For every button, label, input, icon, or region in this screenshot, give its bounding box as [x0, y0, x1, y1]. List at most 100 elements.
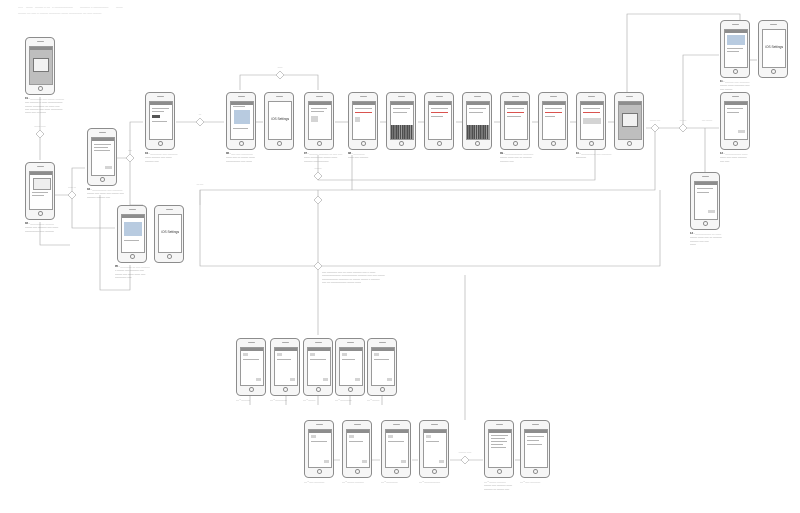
annotation-line: ___ __ ___________ _____ ____: [322, 279, 361, 283]
screen-caption: 03 - __________ ___ _______ _____ ___ __…: [87, 188, 131, 198]
caption-line: ______ ___ ___: [690, 238, 709, 242]
home-button-icon: [315, 386, 321, 392]
phone-mockup: iOS Settings: [264, 92, 294, 150]
caption-line: ___ ___: [720, 158, 730, 162]
decision-diamond: [460, 455, 470, 465]
phone-screen: [385, 429, 410, 468]
home-button-icon: [393, 468, 399, 474]
phone-screen: [724, 29, 749, 68]
home-button-icon: [496, 468, 502, 474]
phone-mockup: [690, 172, 720, 230]
phone-screen: [307, 347, 332, 386]
annotation-line: ___ _______ ___ __ ____ ______ ___ _ ___…: [322, 270, 376, 273]
caption-line: ________ ___: [115, 274, 132, 278]
phone-screen: [390, 101, 415, 140]
caption-line: _____ ___ ______ ____: [484, 483, 513, 487]
caption-line: ___ ______ _ ____ __________: [25, 100, 63, 104]
connector: [115, 121, 143, 159]
caption-title: __ - ___ _______: [520, 480, 541, 483]
home-button-icon: [512, 140, 518, 146]
screen-caption: 04 - ________ ___ _______ ____ ______ __…: [145, 152, 189, 162]
caption-line: ______ ___: [500, 158, 514, 162]
screen-caption: __ - ________: [335, 398, 379, 401]
home-button-icon: [354, 468, 360, 474]
phone-screen: [371, 347, 396, 386]
connector: [39, 222, 70, 246]
caption-line: ___ _____: [720, 86, 733, 90]
decision-label: __: [198, 113, 202, 115]
phone-mockup: [500, 92, 530, 150]
screen-caption: __ - _____: [303, 398, 347, 401]
home-button-icon: [347, 386, 353, 392]
caption-title: __ - ________: [381, 480, 398, 483]
caption-line: ______ ___: [145, 158, 159, 162]
caption-line: _____ ___ ____ ___ _____ ___: [87, 191, 124, 195]
phone-screen: [346, 429, 371, 468]
phone-mockup: [117, 205, 147, 263]
connector: [55, 167, 85, 196]
home-button-icon: [157, 140, 163, 146]
screen-caption: 02 - __________ ______ _____ ___ ______ …: [25, 222, 69, 232]
decision-diamond: [275, 70, 285, 80]
connector: [199, 190, 661, 267]
decision-label: __ ___: [196, 183, 204, 185]
keyboard: [467, 125, 490, 139]
phone-mockup: [424, 92, 454, 150]
phone-mockup: [484, 420, 514, 478]
caption-line: _ _____ ___ ______ ___: [115, 268, 144, 272]
screen-caption: __ - _____ ______: [342, 480, 386, 483]
phone-mockup: [386, 92, 416, 150]
decision-diamond: [313, 261, 323, 271]
caption-line: ____ ___ ______: [348, 155, 369, 159]
caption-title: 02 - __________ ______: [25, 222, 54, 225]
caption-line: __________ ___ ______: [25, 228, 54, 232]
decision-label: ______: [314, 167, 322, 169]
header-item: _ ___________: [52, 4, 73, 8]
home-button-icon: [360, 140, 366, 146]
caption-title: __ - _____: [367, 398, 380, 401]
decision-diamond: [195, 117, 205, 127]
phone-screen: [542, 101, 567, 140]
screen-caption: 11 - ______ ___ _______ _____ ____ _____…: [720, 80, 764, 90]
caption-title: __ - ___________: [419, 480, 441, 483]
annotation-line: _____________ ___________ ______ ___ ___…: [322, 273, 385, 277]
home-button-icon: [37, 85, 43, 91]
home-button-icon: [238, 140, 244, 146]
phone-screen: [524, 429, 549, 468]
phone-screen: iOS Settings: [158, 214, 183, 253]
phone-screen: iOS Settings: [762, 29, 787, 68]
screen-caption: __ - _____ ______ _____ ___ ______ ____ …: [484, 480, 528, 490]
caption-title: 13 - ___________ __ ____: [690, 232, 722, 235]
connector: [249, 390, 383, 405]
header-item: ____: [116, 4, 123, 8]
header-item: ___: [18, 4, 24, 8]
home-button-icon: [770, 68, 776, 74]
phone-mockup: [462, 92, 492, 150]
caption-title: 04 - ________ ___ _______: [145, 152, 178, 155]
caption-title: __ - ___ _______: [304, 480, 325, 483]
phone-mockup: [304, 420, 334, 478]
phone-mockup: [303, 338, 333, 396]
caption-title: __ - _____ ______: [484, 480, 506, 483]
decision-diamond: [650, 123, 660, 133]
decision-label: _____ ____: [34, 125, 46, 127]
screen-caption: 13 - ___________ __ ____ _____ ____ ___ …: [690, 232, 734, 245]
caption-line: ____ ___ __ ____: [25, 110, 46, 114]
phone-mockup: [87, 128, 117, 186]
connector: [626, 13, 741, 92]
caption-line: _____ ____ ___ __ ______: [690, 235, 722, 239]
phone-screen: [618, 101, 643, 140]
decision-diamond: [678, 123, 688, 133]
annotation-line: ___________ _______ __ _____ _____ _ ___…: [322, 276, 380, 280]
caption-line: _____ ____ ___ __ ______: [500, 155, 532, 159]
phone-screen: [308, 429, 333, 468]
home-button-icon: [316, 468, 322, 474]
screen-caption: __ - ________: [270, 398, 314, 401]
phone-screen: [274, 347, 299, 386]
caption-title: 01 - ________ ___ _____ ______: [25, 97, 65, 100]
screen-caption: 05 - ________ __ ___ ______ _ _____ ___ …: [115, 265, 159, 278]
phone-mockup: [335, 338, 365, 396]
caption-line: ____ ___ __ _____ ____: [226, 155, 255, 159]
header-item: ______ _ _________: [80, 4, 109, 8]
